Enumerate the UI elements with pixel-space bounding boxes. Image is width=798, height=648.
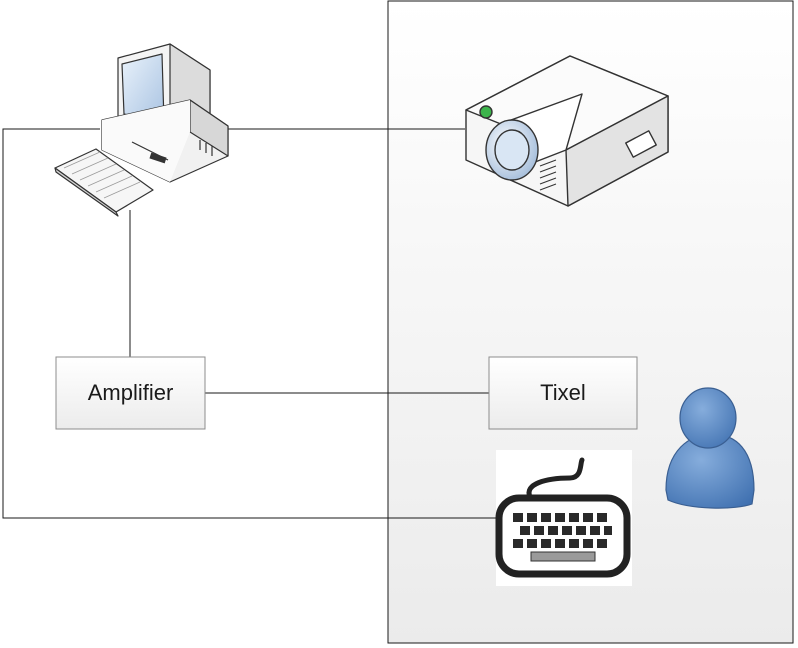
- projector-icon: [465, 55, 669, 207]
- tixel-label: Tixel: [540, 380, 586, 405]
- amplifier-label: Amplifier: [88, 380, 174, 405]
- user-icon: [665, 387, 755, 509]
- computer-to-keyboard-line: [2, 128, 500, 519]
- keyboard-icon: [495, 450, 632, 586]
- amplifier-node: Amplifier: [55, 356, 206, 430]
- tixel-node: Tixel: [488, 356, 638, 430]
- connections: [2, 128, 500, 519]
- desktop-computer-icon: [54, 43, 229, 217]
